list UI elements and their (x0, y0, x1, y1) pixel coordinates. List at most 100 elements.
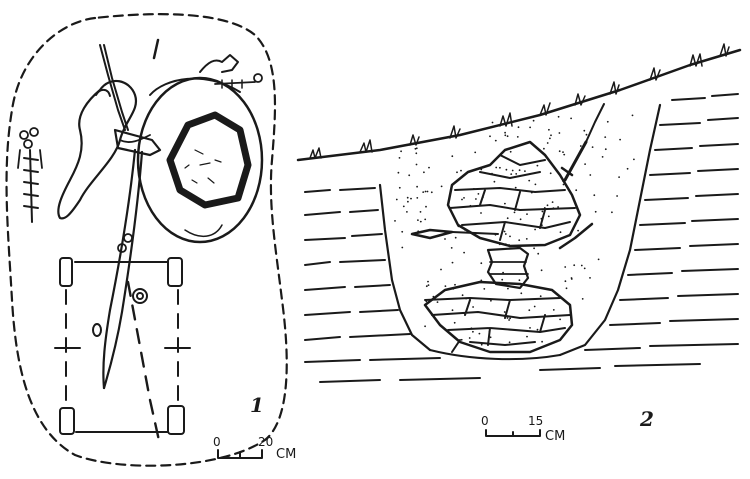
fill-dot (456, 171, 458, 174)
fill-dot (398, 186, 401, 189)
fill-dot (416, 197, 419, 199)
fill-dot (415, 147, 418, 150)
scale-2-end: 15 (528, 414, 543, 428)
fill-dot (504, 131, 506, 134)
fill-dot (472, 330, 474, 333)
fill-dot (601, 156, 604, 158)
fill-dot (513, 211, 516, 214)
fill-dot (585, 133, 588, 136)
fill-dot (505, 168, 508, 171)
fill-dot (583, 129, 586, 132)
fill-dot (506, 317, 509, 319)
fill-dot (427, 284, 430, 286)
fill-dot (550, 134, 552, 137)
fill-dot (549, 137, 551, 140)
fill-dot (533, 305, 536, 308)
fill-dot (415, 163, 418, 166)
fill-dot (454, 283, 456, 286)
fill-dot (509, 150, 512, 153)
fill-dot (518, 279, 521, 282)
fill-dot (506, 135, 509, 138)
fill-dot (580, 264, 583, 267)
fill-dot (591, 146, 594, 149)
fill-dot (461, 294, 464, 297)
panel-2-label: 2 (639, 407, 654, 431)
small-find-beads (199, 54, 263, 89)
lower-stone-pile (423, 280, 574, 354)
fill-dot (529, 126, 531, 129)
fill-dot (597, 258, 600, 261)
fill-dot (583, 267, 586, 270)
soil-strata-right (539, 93, 739, 371)
fill-dot (541, 210, 544, 213)
fill-dot (480, 343, 483, 346)
fill-dot (423, 171, 425, 174)
fill-dot (408, 174, 411, 177)
fill-dot (549, 172, 552, 175)
fill-dot (427, 280, 429, 283)
fill-dot (589, 277, 591, 279)
fill-dot (422, 191, 425, 194)
bead-find (132, 288, 148, 304)
fill-dot (559, 231, 562, 234)
fill-dot (444, 238, 446, 240)
fill-dot (528, 179, 531, 182)
fill-dot (515, 173, 518, 175)
scale-2-unit: СМ (545, 429, 565, 444)
fill-dot (536, 164, 539, 167)
fill-dot (526, 335, 528, 338)
fill-dot (570, 117, 572, 120)
fill-dot (509, 317, 511, 320)
fill-dot (491, 121, 494, 124)
fill-dot (463, 251, 465, 254)
scale-1-end: 20 (258, 435, 273, 449)
fill-dot (503, 230, 506, 233)
fill-dot (474, 151, 477, 154)
pit-wall-left (378, 183, 432, 352)
fill-dot (504, 233, 507, 235)
fill-dot (518, 169, 521, 172)
fill-dot (416, 185, 418, 188)
fill-dot (557, 206, 559, 208)
fill-dot (507, 287, 509, 290)
fill-dot (570, 277, 573, 279)
fill-dot (511, 169, 514, 172)
fill-dot (406, 196, 409, 199)
fill-dot (510, 173, 513, 176)
fill-dot (424, 325, 426, 328)
fill-dot (577, 229, 579, 232)
fill-dot (397, 171, 400, 174)
fill-dot (414, 147, 417, 150)
scale-1-start: 0 (213, 435, 221, 449)
fill-dot (463, 197, 465, 199)
fill-dot (565, 287, 568, 290)
fill-dot (532, 119, 535, 122)
fill-dot (546, 142, 549, 144)
fill-dot (454, 236, 457, 239)
fill-dot (477, 193, 480, 195)
fill-dot (626, 167, 629, 170)
funeral-bed-frame (54, 257, 191, 447)
fill-dot (558, 150, 561, 153)
fill-dot (508, 319, 510, 321)
fill-dot (562, 151, 564, 154)
fill-dot (468, 337, 471, 339)
grass-tufts (309, 43, 730, 159)
fill-dot (495, 166, 498, 169)
fill-dot (575, 189, 578, 192)
fill-dot (451, 309, 454, 312)
fill-dot (428, 166, 430, 169)
fill-dot (611, 211, 613, 214)
fill-dot (493, 180, 496, 183)
fill-dot (508, 341, 511, 344)
fill-dot (518, 239, 521, 242)
fill-dot (547, 215, 550, 218)
scale-bar-1: 0 20 СМ (213, 435, 296, 462)
fill-dot (503, 311, 506, 313)
fill-dot (407, 200, 409, 203)
iron-sword (99, 44, 162, 390)
fill-dot (546, 204, 549, 207)
fill-dot (579, 145, 582, 147)
scale-2-start: 0 (481, 414, 489, 428)
